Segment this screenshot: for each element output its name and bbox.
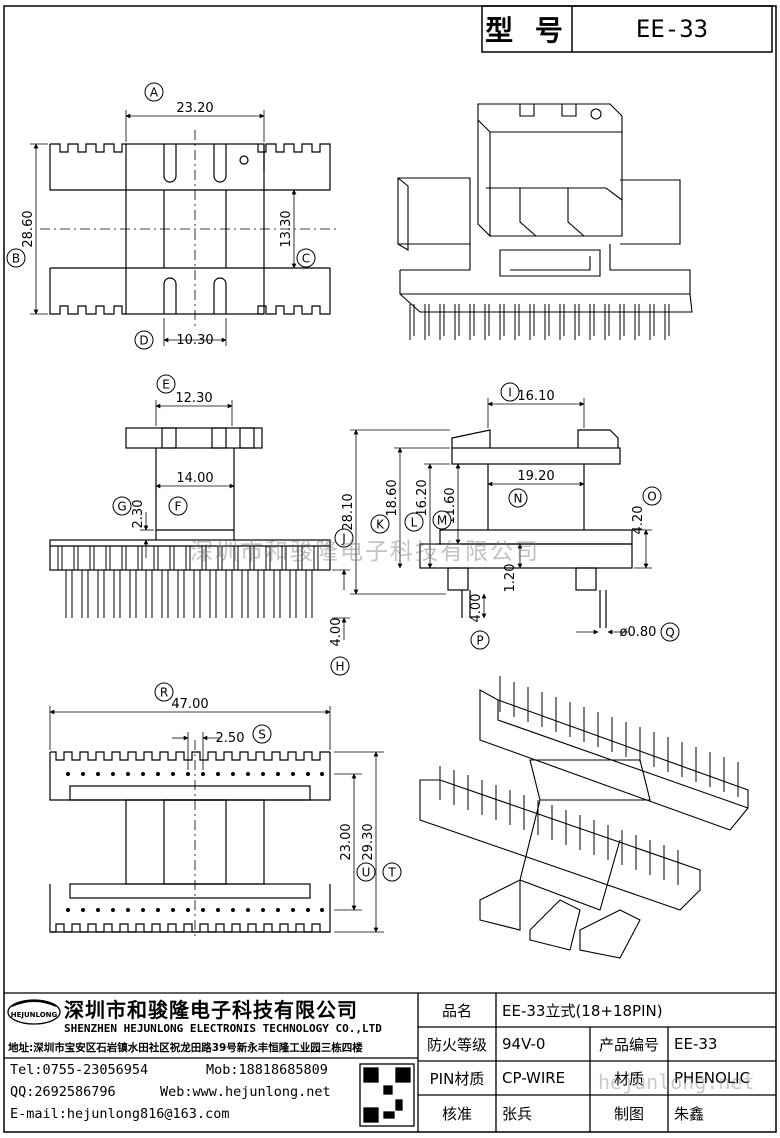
dim-value-p: 4.00 bbox=[469, 594, 484, 623]
dim-letter-e: E bbox=[162, 378, 170, 392]
contact-tel: Tel:0755-23056954 bbox=[10, 1062, 149, 1078]
approve-label: 核准 bbox=[441, 1105, 472, 1123]
dim-letter-c: C bbox=[302, 252, 310, 266]
approve-value: 张兵 bbox=[502, 1105, 533, 1123]
dim-value-a: 23.20 bbox=[176, 101, 213, 116]
name-label: 品名 bbox=[441, 1001, 472, 1020]
dim-value-c: 13.30 bbox=[279, 210, 294, 247]
pin-label: PIN材质 bbox=[429, 1069, 485, 1088]
dim-letter-q: Q bbox=[665, 626, 674, 640]
dim-bubble-p bbox=[470, 630, 490, 650]
contact-mob: Mob:18818685809 bbox=[206, 1062, 328, 1078]
dim-value-b: 28.60 bbox=[21, 210, 36, 247]
dim-value-h: 4.00 bbox=[329, 618, 344, 647]
logo-text: HEJUNLONG bbox=[11, 1011, 58, 1019]
dim-bubble-c bbox=[296, 248, 316, 268]
bottom-view bbox=[49, 706, 384, 940]
pin-value: CP-WIRE bbox=[502, 1069, 566, 1087]
dim-value-e: 12.30 bbox=[175, 391, 212, 406]
dim-bubble-m bbox=[432, 510, 452, 530]
company-address: 地址:深圳市宝安区石岩镇水田社区祝龙田路39号新永丰恒隆工业园三栋四楼 bbox=[8, 1042, 363, 1054]
dim-letter-i: I bbox=[508, 386, 512, 400]
material-value: PHENOLIC bbox=[674, 1069, 751, 1087]
dim-letter-p: P bbox=[476, 634, 483, 648]
model-value: EE-33 bbox=[635, 15, 709, 43]
dim-letter-r: R bbox=[160, 686, 168, 700]
dim-letter-h: H bbox=[335, 660, 344, 674]
dim-value-u: 23.00 bbox=[339, 823, 354, 860]
fire-value: 94V-0 bbox=[502, 1035, 546, 1053]
dim-bubble-t bbox=[382, 862, 402, 882]
front-view bbox=[49, 400, 350, 640]
fire-label: 防火等级 bbox=[426, 1035, 487, 1054]
code-value: EE-33 bbox=[674, 1035, 718, 1053]
dim-bubble-h bbox=[330, 656, 350, 676]
title-block bbox=[4, 992, 776, 1132]
dim-value-g: 2.30 bbox=[131, 500, 146, 529]
dim-bubble-k bbox=[370, 514, 390, 534]
dim-bubble-s bbox=[252, 724, 272, 744]
top-view bbox=[30, 110, 340, 346]
dim-value-f: 14.00 bbox=[176, 471, 213, 486]
dim-bubble-j bbox=[334, 528, 354, 548]
dim-bubble-l bbox=[404, 512, 424, 532]
dim-letter-f: F bbox=[175, 500, 182, 514]
dim-bubble-n bbox=[508, 488, 528, 508]
draw-value: 朱鑫 bbox=[674, 1105, 705, 1123]
dim-bubble-g bbox=[112, 496, 132, 516]
code-label: 产品编号 bbox=[598, 1035, 659, 1054]
iso-view-bottom bbox=[419, 676, 749, 959]
dim-value-extra: 1.20 bbox=[503, 564, 518, 593]
dim-letter-j: J bbox=[341, 532, 346, 546]
dim-letter-g: G bbox=[117, 500, 126, 514]
watermark-web: hejunlong.net bbox=[598, 1070, 755, 1094]
dim-bubble-r bbox=[154, 682, 174, 702]
name-value: EE-33立式(18+18PIN) bbox=[502, 1001, 663, 1020]
dim-bubble-d bbox=[134, 330, 154, 350]
dim-bubble-f bbox=[168, 496, 188, 516]
iso-view-top bbox=[397, 103, 693, 340]
dim-value-j: 28.10 bbox=[341, 493, 356, 530]
draw-label: 制图 bbox=[613, 1105, 644, 1123]
dim-letter-b: B bbox=[12, 252, 20, 266]
model-label: 型 号 bbox=[485, 14, 569, 47]
dim-bubble-e bbox=[156, 374, 176, 394]
dim-bubble-i bbox=[500, 382, 520, 402]
dim-value-k: 18.60 bbox=[385, 479, 400, 516]
contact-qq: QQ:2692586796 bbox=[10, 1084, 116, 1100]
dim-letter-k: K bbox=[376, 518, 385, 532]
company-name-en: SHENZHEN HEJUNLONG ELECTRONIS TECHNOLOGY… bbox=[64, 1022, 382, 1035]
dim-value-r: 47.00 bbox=[171, 697, 208, 712]
side-view bbox=[350, 398, 652, 635]
dim-letter-s: S bbox=[258, 728, 266, 742]
dim-bubble-q bbox=[660, 622, 680, 642]
dim-value-q: ø0.80 bbox=[620, 625, 657, 640]
watermark: 深圳市和骏隆电子科技有限公司 bbox=[190, 539, 540, 565]
dim-letter-d: D bbox=[139, 334, 148, 348]
dim-letter-m: M bbox=[437, 514, 447, 528]
dim-letter-n: N bbox=[514, 492, 523, 506]
dim-value-t: 29.30 bbox=[361, 823, 376, 860]
dim-value-d: 10.30 bbox=[176, 333, 213, 348]
dim-bubble-u bbox=[356, 862, 376, 882]
dim-letter-l: L bbox=[411, 516, 418, 530]
contact-email: E-mail:hejunlong816@163.com bbox=[10, 1106, 230, 1122]
dim-letter-o: O bbox=[647, 490, 656, 504]
company-name-cn: 深圳市和骏隆电子科技有限公司 bbox=[64, 998, 358, 1022]
dim-value-n: 19.20 bbox=[517, 469, 554, 484]
dim-letter-u: U bbox=[362, 866, 371, 880]
material-label: 材质 bbox=[613, 1069, 644, 1088]
dim-bubble-b bbox=[6, 248, 26, 268]
dim-value-l: 16.20 bbox=[415, 479, 430, 516]
dim-bubble-o bbox=[642, 486, 662, 506]
dim-letter-a: A bbox=[150, 86, 159, 100]
dim-value-s: 2.50 bbox=[216, 731, 245, 746]
dim-value-i: 16.10 bbox=[517, 389, 554, 404]
dim-bubble-a bbox=[144, 82, 164, 102]
dim-letter-t: T bbox=[387, 866, 396, 880]
contact-web: Web:www.hejunlong.net bbox=[160, 1084, 331, 1100]
dim-value-o: 4.20 bbox=[631, 506, 646, 535]
